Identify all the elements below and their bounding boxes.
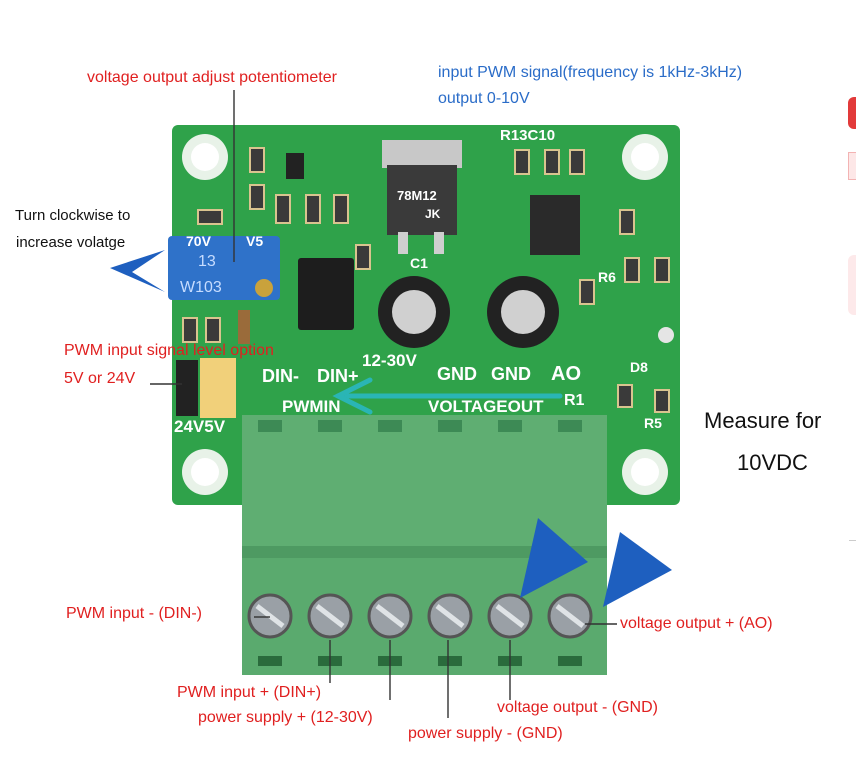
measure-line1: Measure for bbox=[704, 408, 822, 433]
board-pwmin: PWMIN bbox=[282, 397, 341, 416]
power-supply-plus: power supply + (12-30V) bbox=[198, 709, 373, 726]
regulator-sub-marking: JK bbox=[425, 207, 441, 221]
power-supply-minus: power supply - (GND) bbox=[408, 725, 563, 742]
board-r13c10: R13C10 bbox=[500, 127, 555, 144]
clockwise-arrow-icon bbox=[110, 250, 165, 292]
board-d8: D8 bbox=[630, 359, 648, 375]
board-r5: R5 bbox=[644, 415, 662, 431]
turn-clockwise-line1: Turn clockwise to bbox=[15, 207, 131, 224]
pwm-input-minus: PWM input - (DIN-) bbox=[66, 605, 202, 622]
leader-lines bbox=[150, 90, 617, 718]
mounting-hole bbox=[622, 134, 668, 180]
signal-arrow-icon bbox=[332, 377, 563, 415]
transistor bbox=[286, 153, 304, 179]
board-70v: 70V bbox=[186, 233, 212, 249]
jumper-header bbox=[176, 358, 236, 418]
electrolytic-capacitor bbox=[378, 276, 450, 348]
board-volts-range: 12-30V bbox=[362, 351, 417, 370]
pot-number: 13 bbox=[198, 253, 216, 270]
measure-line2: 10VDC bbox=[737, 450, 808, 475]
mounting-hole bbox=[622, 449, 668, 495]
measure-arrow-icon bbox=[603, 532, 672, 607]
smd-components bbox=[182, 147, 670, 413]
board-v5: V5 bbox=[246, 233, 263, 249]
cropped-panel bbox=[848, 255, 856, 315]
board-r1: R1 bbox=[564, 392, 585, 409]
board-r6: R6 bbox=[598, 269, 616, 285]
board-voltageout: VOLTAGEOUT bbox=[428, 397, 544, 416]
board-c1: C1 bbox=[410, 255, 428, 271]
voltage-regulator bbox=[382, 140, 462, 254]
input-signal-line1: input PWM signal(frequency is 1kHz-3kHz) bbox=[438, 64, 743, 81]
terminal-screw bbox=[487, 420, 533, 666]
silkscreen: DIN- DIN+ 12-30V GND GND AO PWMIN VOLTAG… bbox=[174, 127, 662, 436]
regulator-marking: 78M12 bbox=[397, 188, 437, 203]
board-gnd-2: GND bbox=[491, 364, 531, 384]
cropped-tag bbox=[848, 152, 856, 180]
board-gnd-1: GND bbox=[437, 364, 477, 384]
turn-clockwise-line2: increase volatge bbox=[16, 234, 126, 251]
terminal-screw bbox=[427, 420, 473, 666]
terminal-screw bbox=[547, 420, 593, 666]
input-signal-line2: output 0-10V bbox=[438, 90, 530, 107]
pot-code: W103 bbox=[180, 279, 222, 296]
cropped-badge bbox=[848, 97, 856, 129]
optocoupler bbox=[298, 258, 354, 330]
mounting-hole bbox=[182, 449, 228, 495]
terminal-screw bbox=[367, 420, 413, 666]
ic-chip bbox=[530, 195, 580, 255]
board-ao: AO bbox=[551, 363, 581, 385]
measure-arrow-icon bbox=[520, 518, 588, 598]
board-din-plus: DIN+ bbox=[317, 366, 359, 386]
led bbox=[658, 327, 674, 343]
pot-label: voltage output adjust potentiometer bbox=[87, 69, 337, 86]
diode bbox=[238, 310, 250, 344]
voltage-output-minus: voltage output - (GND) bbox=[497, 699, 658, 716]
pot-markings: 13 W103 bbox=[180, 253, 222, 296]
board-din-minus: DIN- bbox=[262, 366, 299, 386]
voltage-output-plus: voltage output + (AO) bbox=[620, 615, 773, 632]
terminal-screw bbox=[247, 420, 293, 666]
board-24v5v: 24V5V bbox=[174, 417, 226, 436]
level-option-line1: PWM input signal level option bbox=[64, 342, 274, 359]
potentiometer bbox=[168, 236, 280, 300]
level-option-line2: 5V or 24V bbox=[64, 370, 136, 387]
cropped-divider bbox=[849, 540, 856, 541]
mounting-hole bbox=[182, 134, 228, 180]
electrolytic-capacitor bbox=[487, 276, 559, 348]
pwm-input-plus: PWM input + (DIN+) bbox=[177, 684, 322, 701]
